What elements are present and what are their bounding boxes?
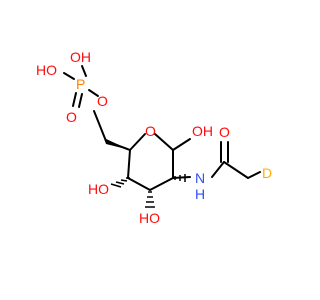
bond-p-o-double-a bbox=[72, 92, 77, 107]
bond-c1-oh bbox=[172, 138, 191, 151]
bond-n-ccarbonyl bbox=[211, 161, 225, 178]
atom-label-deuterium: D bbox=[262, 165, 272, 181]
stereo-hash-c4-oh bbox=[110, 177, 130, 188]
bond-c2-c3 bbox=[149, 177, 174, 191]
atom-label-ho-phosphate: HO bbox=[36, 62, 57, 78]
stereo-hash-c3-oh bbox=[145, 191, 155, 208]
bond-c2-n bbox=[172, 176, 191, 179]
stereo-hash-c2-n bbox=[174, 174, 186, 182]
atom-label-phosphoryl-oxygen: O bbox=[66, 109, 77, 125]
bond-oester-c6 bbox=[93, 110, 107, 142]
atom-label-amide-hydrogen: H bbox=[195, 186, 205, 202]
bond-c3-c4 bbox=[127, 177, 151, 191]
atom-label-carbonyl-oxygen: O bbox=[219, 124, 230, 140]
stereo-wedge-c5-c6 bbox=[104, 138, 130, 150]
bond-ho-p bbox=[63, 72, 75, 80]
bond-c4-c5 bbox=[127, 149, 131, 179]
atom-label-c3-oh: HO bbox=[139, 210, 160, 226]
chemical-structure: HO OH P O O O OH HO HO N H O D bbox=[36, 49, 272, 226]
bond-layer bbox=[63, 65, 261, 208]
bond-ccarbonyl-ch2 bbox=[223, 161, 249, 179]
bond-ch2-d bbox=[247, 171, 261, 179]
atom-label-ring-oxygen: O bbox=[145, 123, 156, 139]
atom-label-ester-oxygen: O bbox=[97, 93, 108, 109]
bond-p-oester bbox=[88, 89, 99, 97]
bond-oring-c1 bbox=[154, 133, 174, 151]
atom-label-c4-oh: HO bbox=[88, 181, 109, 197]
bond-c5-oring bbox=[129, 133, 146, 151]
atom-label-phosphorus: P bbox=[76, 76, 85, 92]
bond-p-o-double-b bbox=[78, 93, 83, 108]
atom-label-amide-nitrogen: N bbox=[195, 170, 205, 186]
bond-p-oh bbox=[81, 65, 87, 77]
atom-label-oh-phosphate: OH bbox=[70, 49, 91, 65]
label-layer: HO OH P O O O OH HO HO N H O D bbox=[36, 49, 272, 226]
atom-label-anomeric-oh: OH bbox=[192, 123, 213, 139]
